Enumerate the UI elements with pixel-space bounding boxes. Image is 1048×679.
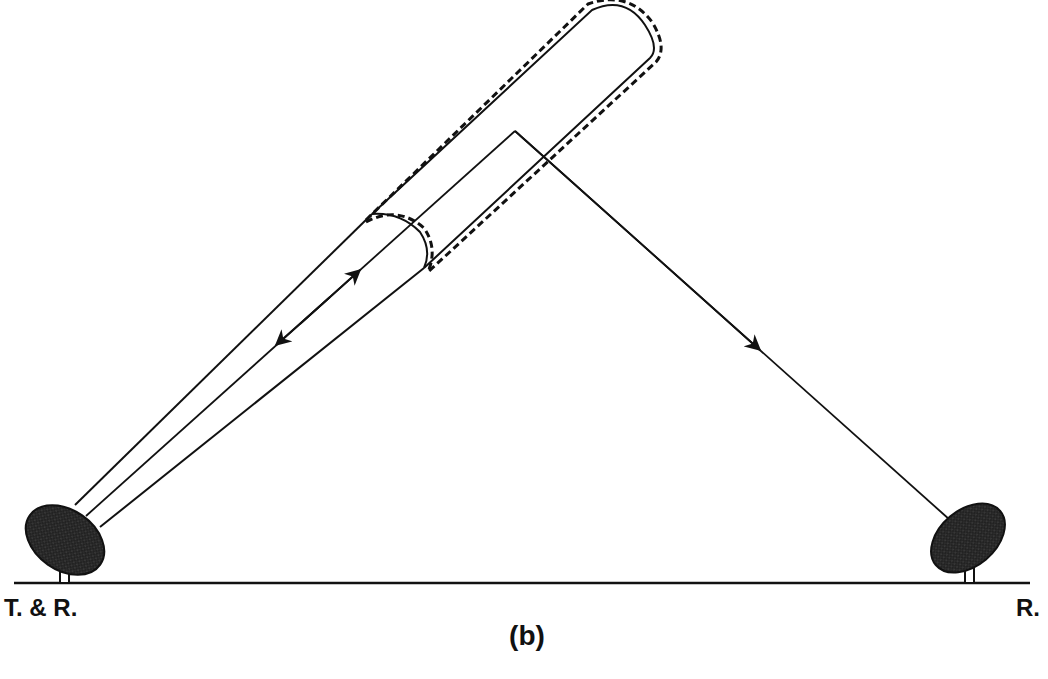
transmitter-receiver-dish [13,491,118,589]
ray-path [86,131,950,520]
station-label: T. & R. [4,596,77,620]
receiver-dish [918,490,1018,587]
panel-label: (b) [509,622,545,650]
scattering-volume-outline [366,0,661,272]
radar-beam [75,5,654,527]
ground-line [14,582,1030,585]
station-label: R. [1016,596,1040,620]
